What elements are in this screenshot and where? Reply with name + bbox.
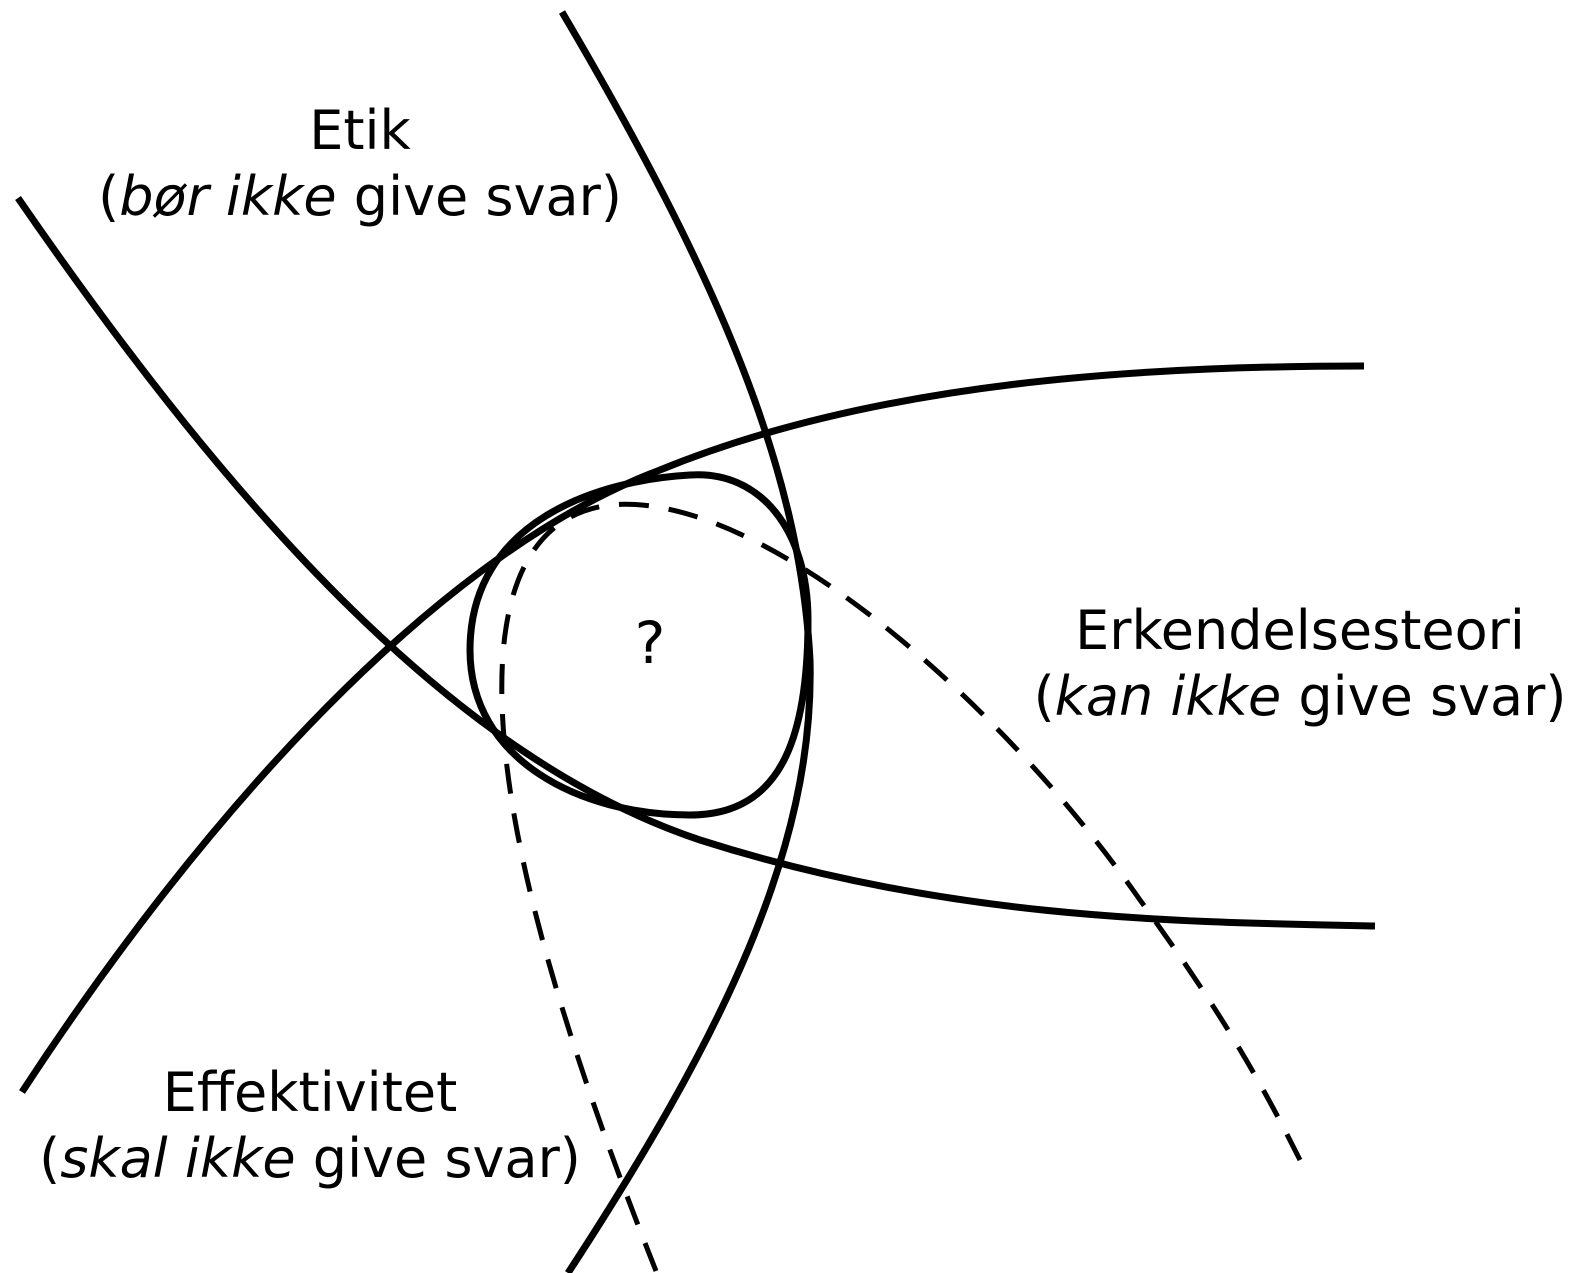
effektivitet-title: Effektivitet [162,1061,458,1124]
dashed-boundary-curve [499,501,1303,1272]
etik-subtitle: (bør ikke give svar) [60,164,660,230]
erkendelsesteori-subtitle: (kan ikke give svar) [1010,664,1590,730]
etik-emphasis: bør ikke [119,165,337,228]
effektivitet-open-paren: ( [39,1127,61,1190]
erkendelsesteori-emphasis: kan ikke [1054,665,1282,728]
effektivitet-rest: give svar) [295,1127,581,1190]
etik-title: Etik [309,99,411,162]
etik-label: Etik (bør ikke give svar) [60,98,660,230]
erkendelsesteori-open-paren: ( [1033,665,1055,728]
erkendelsesteori-title: Erkendelsesteori [1075,599,1525,662]
effektivitet-emphasis: skal ikke [60,1127,296,1190]
central-region-curve [466,471,812,819]
etik-rest: give svar) [336,165,622,228]
question-mark: ? [634,609,666,677]
erkendelsesteori-label: Erkendelsesteori (kan ikke give svar) [1010,598,1590,730]
etik-open-paren: ( [98,165,120,228]
erkendelsesteori-rest: give svar) [1281,665,1567,728]
etik-boundary-curve [15,196,1376,930]
effektivitet-subtitle: (skal ikke give svar) [10,1126,610,1192]
effektivitet-label: Effektivitet (skal ikke give svar) [10,1060,610,1192]
